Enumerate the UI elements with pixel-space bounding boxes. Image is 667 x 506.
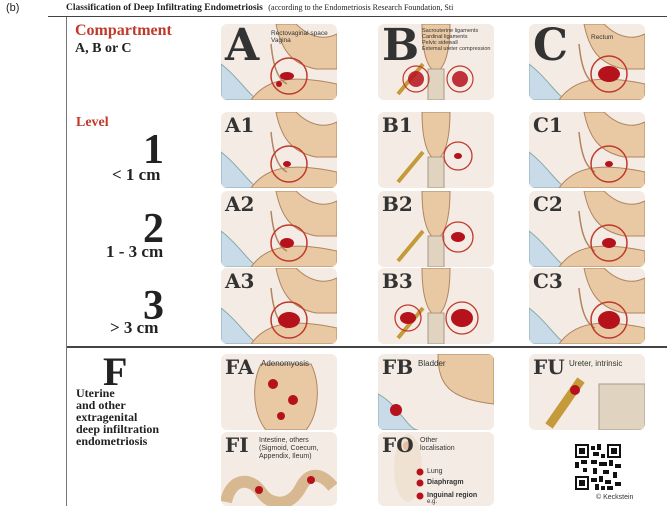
panel-fi: FI Intestine, others (Sigmoid, Coecum, A… [221,432,337,506]
panel-code: A2 [225,192,254,216]
fo-item-inguinal: Inguinal region [427,492,477,499]
level-2-range: 1 - 3 cm [106,242,163,262]
panel-caption: Rectum [591,34,613,41]
panel-code: B2 [382,192,413,216]
level-1-range: < 1 cm [112,165,160,185]
compartment-title: Compartment [75,22,172,40]
panel-code: C1 [533,113,563,137]
caption-line: Intestine, others [259,437,319,445]
panel-c1: C1 [529,112,645,188]
level-3-range: > 3 cm [110,318,158,338]
panel-b1: B1 [378,112,494,188]
caption-line: Vagina [271,37,328,44]
caption-line: Appendix, Ileum) [259,453,319,461]
panel-letter: B [382,24,419,71]
panel-code: FO [382,433,414,457]
panel-caption: Adenomyosis [261,360,309,367]
panel-code: A3 [225,269,254,293]
f-description: Uterine and other extragenital deep infi… [76,387,159,447]
figure-label: (b) [6,2,19,14]
panel-caption: Ureter, intrinsic [569,360,622,367]
left-rule-top [66,17,67,348]
panel-compartment-b: B Sacrouterine ligaments Cardinal ligame… [378,24,494,100]
panel-b3: B3 [378,268,494,344]
qr-code [575,444,621,490]
panel-caption: Sacrouterine ligaments Cardinal ligament… [422,28,490,52]
compartment-subtitle: A, B or C [75,41,132,57]
level-title: Level [76,115,109,131]
caption-line: (Sigmoid, Coecum, [259,445,319,453]
panel-code: FA [225,355,254,379]
panel-code: B3 [382,269,413,293]
header-title: Classification of Deep Infiltrating Endo… [66,3,453,13]
header-rule [48,16,667,17]
section-divider [66,346,667,348]
f-desc-line: endometriosis [76,435,159,447]
panel-caption: Intestine, others (Sigmoid, Coecum, Appe… [259,437,319,461]
caption-line: Rectovaginal space [271,30,328,37]
header-main: Classification of Deep Infiltrating Endo… [66,3,263,13]
panel-c3: C3 [529,268,645,344]
fo-item-lung: Lung [427,468,443,475]
fo-item-eg: e.g. [427,499,437,506]
panel-code: FU [533,355,565,379]
caption-line: localisation [420,445,455,453]
panel-code: FB [382,355,413,379]
panel-compartment-a: A Rectovaginal space Vagina [221,24,337,100]
panel-a2: A2 [221,191,337,267]
caption-line: Extemal ureter compression [422,46,490,52]
panel-code: B1 [382,113,413,137]
panel-code: A1 [225,113,254,137]
panel-code: FI [225,433,249,457]
panel-code: C3 [533,269,563,293]
panel-caption: Other localisation [420,437,455,453]
panel-compartment-c: C Rectum [529,24,645,100]
header-source: (according to the Endometriosis Research… [268,3,453,12]
left-rule-bottom [66,348,67,506]
panel-a3: A3 [221,268,337,344]
caption-line: Rectum [591,34,613,41]
panel-c2: C2 [529,191,645,267]
panel-fa: FA Adenomyosis [221,354,337,430]
panel-letter: A [225,24,259,71]
caption-line: Other [420,437,455,445]
panel-fb: FB Bladder [378,354,494,430]
panel-caption: Bladder [418,360,446,367]
panel-letter: C [533,24,568,71]
fo-item-diaphragm: Diaphragm [427,479,464,486]
panel-fo: FO Other localisation Lung Diaphragm Ing… [378,432,494,506]
panel-caption: Rectovaginal space Vagina [271,30,328,44]
panel-fu: FU Ureter, intrinsic [529,354,645,430]
panel-a1: A1 [221,112,337,188]
panel-b2: B2 [378,191,494,267]
panel-code: C2 [533,192,563,216]
copyright: © Keckstein [596,494,633,501]
